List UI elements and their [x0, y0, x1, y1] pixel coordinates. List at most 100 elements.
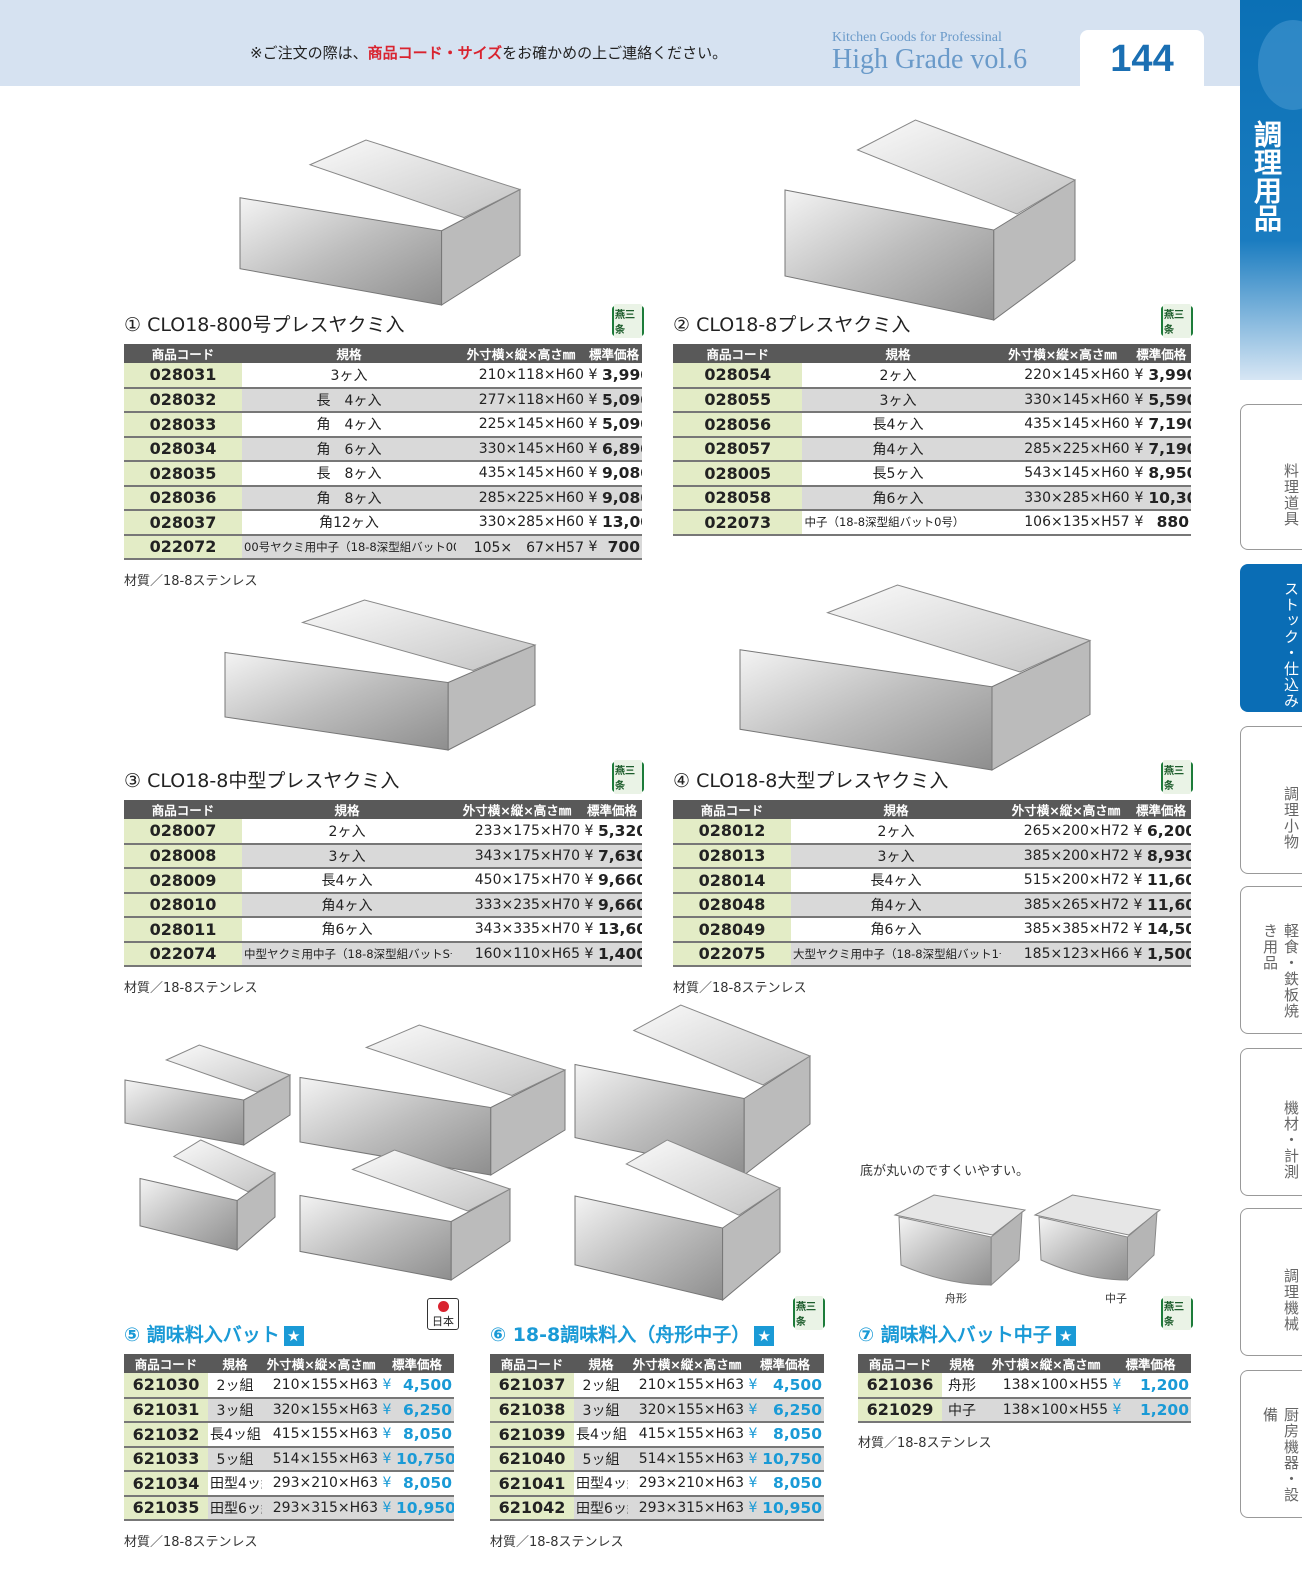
table-row: 621042田型6ッ組293×315×H63¥10,950: [490, 1495, 824, 1521]
spec: 田型4ッ組: [574, 1471, 628, 1497]
spec: 00号ヤクミ用中子（18-8深型組バット00号）: [242, 534, 456, 560]
column-header: 標準価格: [582, 800, 642, 819]
spec: 長4ヶ入: [791, 868, 1001, 894]
tsubame-badge-text: 燕三条: [614, 760, 642, 794]
column-header: 外寸横×縦×高さ㎜: [993, 344, 1132, 363]
sidebar-tab[interactable]: 軽食・鉄板焼き用品: [1240, 886, 1302, 1034]
price: 880: [1146, 510, 1191, 536]
price: 6,200: [1144, 819, 1191, 845]
dimensions: 293×315×H63: [628, 1495, 746, 1521]
column-header: 標準価格: [1131, 800, 1191, 819]
price: 10,950: [393, 1495, 454, 1521]
spec: 角6ヶ入: [242, 917, 452, 943]
column-header: 標準価格: [1131, 344, 1191, 363]
price: 8,050: [393, 1471, 454, 1497]
column-header: 規格: [791, 800, 1001, 819]
dimensions: 320×155×H63: [261, 1397, 380, 1423]
decorative-logo-icon: [1258, 20, 1302, 110]
yen-sign: ¥: [746, 1373, 760, 1399]
section-title: ③ CLO18-8中型プレスヤクミ入: [124, 766, 399, 793]
tsubame-sanjo-badge: 燕三条: [793, 1296, 825, 1330]
dimensions: 343×175×H70: [451, 843, 582, 869]
spec: 3ッ組: [208, 1397, 262, 1423]
spec: 2ヶ入: [242, 819, 452, 845]
price: 7,630: [595, 843, 642, 869]
price: 3,990: [599, 363, 642, 389]
sidebar-tab[interactable]: ストック・仕込み: [1240, 564, 1302, 712]
price: 9,080: [599, 485, 642, 511]
spec: 田型4ッ組: [208, 1471, 262, 1497]
price: 6,250: [393, 1397, 454, 1423]
price: 10,750: [393, 1446, 454, 1472]
price: 14,500: [1144, 917, 1191, 943]
column-header: 規格: [242, 800, 452, 819]
spec: 角 4ヶ入: [242, 412, 456, 438]
sidebar-tab[interactable]: 調理小物: [1240, 726, 1302, 874]
spec: 角12ヶ入: [242, 510, 456, 536]
sidebar-tab[interactable]: 料理道具: [1240, 404, 1302, 550]
column-header: 外寸横×縦×高さ㎜: [982, 1354, 1110, 1373]
product-code: 621032: [124, 1422, 208, 1448]
spec: 舟形: [942, 1373, 982, 1399]
dimensions: 105× 67×H57: [455, 534, 586, 560]
sidebar-tab[interactable]: 調理機械: [1240, 1208, 1302, 1356]
spec: 2ヶ入: [802, 363, 994, 389]
tsubame-badge-text: 燕三条: [1163, 760, 1191, 794]
product-code: 028036: [124, 485, 242, 511]
price: 4,500: [393, 1373, 454, 1399]
product-code: 028049: [673, 917, 791, 943]
dimensions: 385×265×H72: [1000, 892, 1131, 918]
sidebar-tab[interactable]: 機材・計測: [1240, 1048, 1302, 1196]
spec: 中型ヤクミ用中子（18-8深型組バットS号）: [242, 941, 452, 967]
yen-sign: ¥: [1131, 363, 1147, 389]
spec: 大型ヤクミ用中子（18-8深型組バット1号）: [791, 941, 1001, 967]
yen-sign: ¥: [380, 1373, 394, 1399]
product-code: 621040: [490, 1446, 574, 1472]
price: 1,400: [595, 941, 642, 967]
yen-sign: ¥: [586, 387, 600, 413]
spec: 中子: [942, 1397, 982, 1423]
material-note: 材質／18-8ステンレス: [124, 1534, 258, 1550]
product-code: 621029: [858, 1397, 943, 1423]
price: 5,320: [595, 819, 642, 845]
spec: 長 8ヶ入: [242, 461, 456, 487]
yen-sign: ¥: [1131, 941, 1145, 967]
star-icon: ★: [754, 1325, 775, 1346]
dimensions: 515×200×H72: [1000, 868, 1131, 894]
yen-sign: ¥: [1131, 412, 1147, 438]
dimensions: 265×200×H72: [1000, 819, 1131, 845]
spec: 角 6ヶ入: [242, 436, 456, 462]
dimensions: 220×145×H60: [993, 363, 1132, 389]
dimensions: 160×110×H65: [451, 941, 582, 967]
product-code: 621042: [490, 1495, 574, 1521]
spec: 田型6ッ組: [574, 1495, 628, 1521]
price: 9,660: [595, 892, 642, 918]
sidebar-tab[interactable]: 厨房機器・設備: [1240, 1370, 1302, 1518]
section-title-text: ③ CLO18-8中型プレスヤクミ入: [124, 770, 400, 792]
dimensions: 514×155×H63: [261, 1446, 380, 1472]
tsubame-sanjo-badge: 燕三条: [1161, 304, 1193, 338]
page-header: ※ご注文の際は、商品コード・サイズをお確かめの上ご連絡ください。 Kitchen…: [0, 0, 1240, 86]
yen-sign: ¥: [582, 819, 596, 845]
column-header: 規格: [242, 344, 456, 363]
yen-sign: ¥: [582, 892, 596, 918]
product-image: [784, 119, 1077, 321]
price: 700: [599, 534, 642, 560]
price: 8,050: [759, 1471, 824, 1497]
yen-sign: ¥: [586, 485, 600, 511]
section-title: ⑦ 調味料入バット中子★: [858, 1320, 1076, 1347]
